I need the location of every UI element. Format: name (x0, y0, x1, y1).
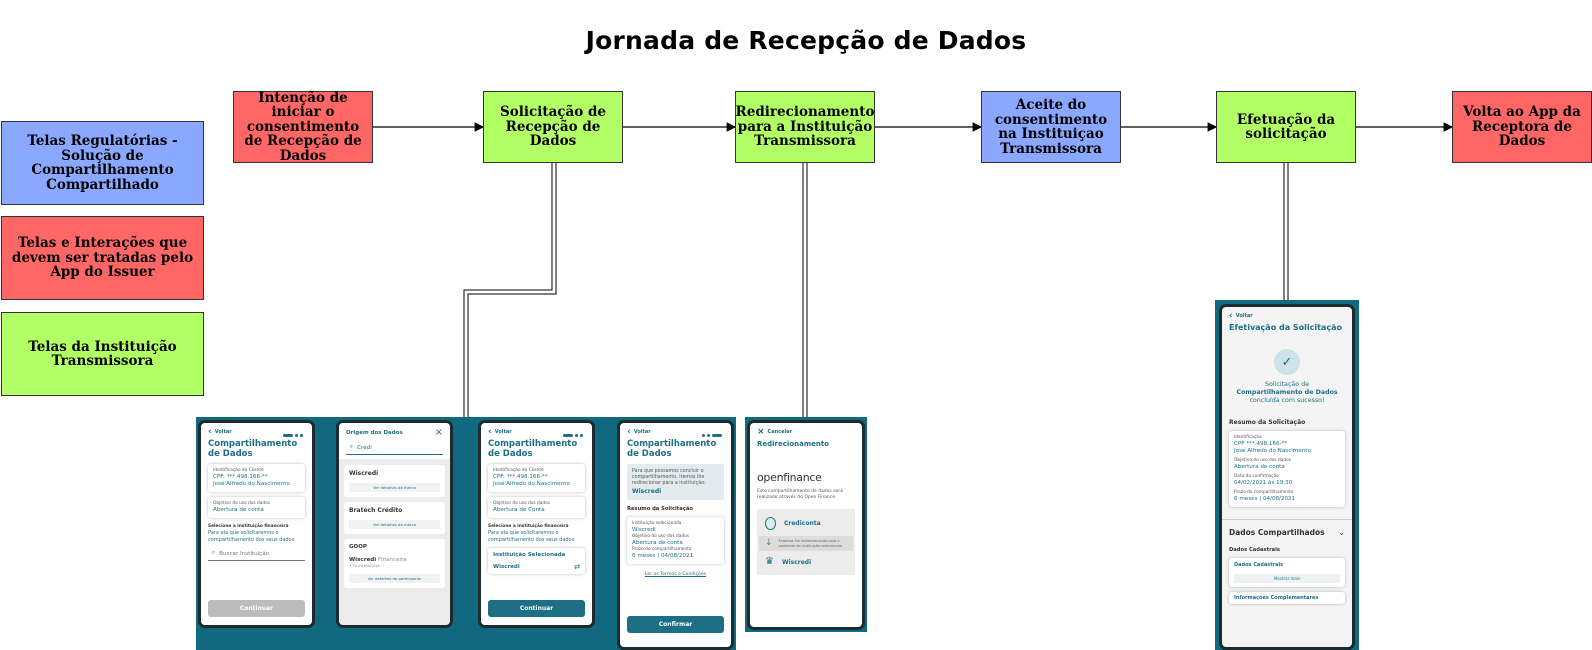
shared-data-toggle[interactable]: Dados Compartilhados ⌄ (1229, 528, 1345, 537)
screen-title: Efetivação da Solicitação (1229, 323, 1342, 332)
terms-link[interactable]: Ler os Termos e Condições (644, 572, 707, 577)
group-item[interactable]: GOOP Wiscredi Financeira +10 instituiçõe… (344, 539, 445, 588)
registration-card: Dados Cadastrais Mostrar mais (1229, 558, 1345, 587)
progress-dots (563, 434, 583, 437)
chevron-left-icon: ‹ (208, 427, 212, 437)
chevron-down-icon: ⌄ (1338, 528, 1345, 537)
screen-compartilhamento-1: ‹Voltar Compartilhamento de Dados Identi… (198, 420, 315, 628)
show-more-link[interactable]: Mostrar mais (1234, 574, 1340, 583)
step-efetuacao: Efetuação da solicitação (1216, 91, 1356, 163)
search-icon: ⌕ (350, 444, 354, 450)
success-message: Solicitação de Compartilhamento de Dados… (1236, 381, 1338, 404)
link-solicitacao-inner (467, 163, 557, 420)
check-icon: ✓ (1274, 349, 1300, 375)
screen-confirmacao: ‹Voltar Compartilhamento de Dados Para q… (617, 420, 734, 650)
brand-item[interactable]: Bratech Crédito Ver detalhes da marca (344, 502, 445, 534)
link-solicitacao-outer (463, 163, 553, 420)
back-button[interactable]: ‹Voltar (208, 427, 232, 437)
close-icon: × (757, 427, 765, 437)
chevron-left-icon: ‹ (1229, 311, 1233, 321)
client-card: Identificação do Cliente CPF: ***.498.16… (208, 464, 305, 492)
screen-compartilhamento-2: ‹Voltar Compartilhamento de Dados Identi… (478, 420, 595, 628)
origin-institution: Crediconta (757, 511, 855, 536)
continue-button[interactable]: Continuar (208, 600, 305, 617)
wiscredi-logo-icon: ♛ (765, 556, 774, 567)
swap-icon[interactable]: ⇄ (574, 563, 580, 571)
legend-transmitter: Telas da Instituição Transmissora (1, 312, 204, 396)
selected-institution-card[interactable]: Instituição Selecionada Wiscredi ⇄ (488, 548, 585, 574)
chevron-left-icon: ‹ (488, 427, 492, 437)
brand-item[interactable]: Wiscredi Ver detalhes da marca (344, 465, 445, 497)
objective-card: Objetivo do uso dos dados Abertura de Co… (488, 497, 585, 518)
screen-title: Redirecionamento (757, 440, 829, 448)
screen-title: Compartilhamento de Dados (488, 439, 578, 459)
redirect-info: Para que possamos concluir o compartilha… (627, 464, 724, 500)
summary-card: Instituição selecionada Wiscredi Objetiv… (627, 517, 724, 564)
chevron-left-icon: ‹ (627, 427, 631, 437)
back-button[interactable]: ‹Voltar (488, 427, 512, 437)
screen-title: Compartilhamento de Dados (627, 439, 717, 459)
progress-dots (702, 434, 722, 437)
legend-regulatory: Telas Regulatórias - Solução de Comparti… (1, 121, 204, 205)
progress-dots (283, 434, 303, 437)
screen-title: Compartilhamento de Dados (208, 439, 298, 459)
client-card: Identificação do Cliente CPF: ***.498.16… (488, 464, 585, 492)
crediconta-logo-icon (765, 517, 776, 530)
search-input[interactable]: ⌕Buscar Instituição (208, 547, 305, 561)
redirect-progress: ↓ Estamos lhe redirecionando para o ambi… (759, 536, 853, 551)
search-input[interactable]: ⌕Credi (346, 441, 443, 455)
confirm-button[interactable]: Confirmar (627, 616, 724, 633)
screen-efetivacao: ‹Voltar Efetivação da Solicitação ✓ Soli… (1219, 304, 1355, 650)
search-icon: ⌕ (212, 550, 216, 556)
openfinance-logo: openfinance (757, 471, 822, 484)
target-institution: ♛Wiscredi (765, 556, 812, 567)
step-redirecionamento: Redirecionamento para a Instituição Tran… (735, 91, 875, 163)
close-icon[interactable]: × (434, 427, 443, 438)
diagram-title: Jornada de Recepção de Dados (585, 26, 1027, 55)
continue-button[interactable]: Continuar (488, 600, 585, 617)
step-solicitacao: Solicitação de Recepção de Dados (483, 91, 623, 163)
arrow-down-icon: ↓ (765, 538, 773, 548)
screen-origem-dados: Origem dos Dados × ⌕Credi Wiscredi Ver d… (336, 420, 453, 628)
objective-card: Objetivo do uso dos dados Abertura de co… (208, 497, 305, 518)
summary-card: Identificação CPF ***.498.166-** José Al… (1229, 431, 1345, 507)
extra-info-card: Informações Complementares (1229, 592, 1345, 604)
screen-redirecionamento: ×Cancelar Redirecionamento openfinance E… (747, 420, 865, 630)
screen-title: Origem dos Dados (346, 430, 403, 436)
step-aceite: Aceite do consentimento na Instituiçao T… (981, 91, 1121, 163)
back-button[interactable]: ‹Voltar (1229, 311, 1253, 321)
legend-issuer: Telas e Interações que devem ser tratada… (1, 216, 204, 300)
step-volta: Volta ao App da Receptora de Dados (1452, 91, 1592, 163)
back-button[interactable]: ‹Voltar (627, 427, 651, 437)
step-intencao: Intenção de iniciar o consentimento de R… (233, 91, 373, 163)
cancel-button[interactable]: ×Cancelar (757, 427, 793, 437)
